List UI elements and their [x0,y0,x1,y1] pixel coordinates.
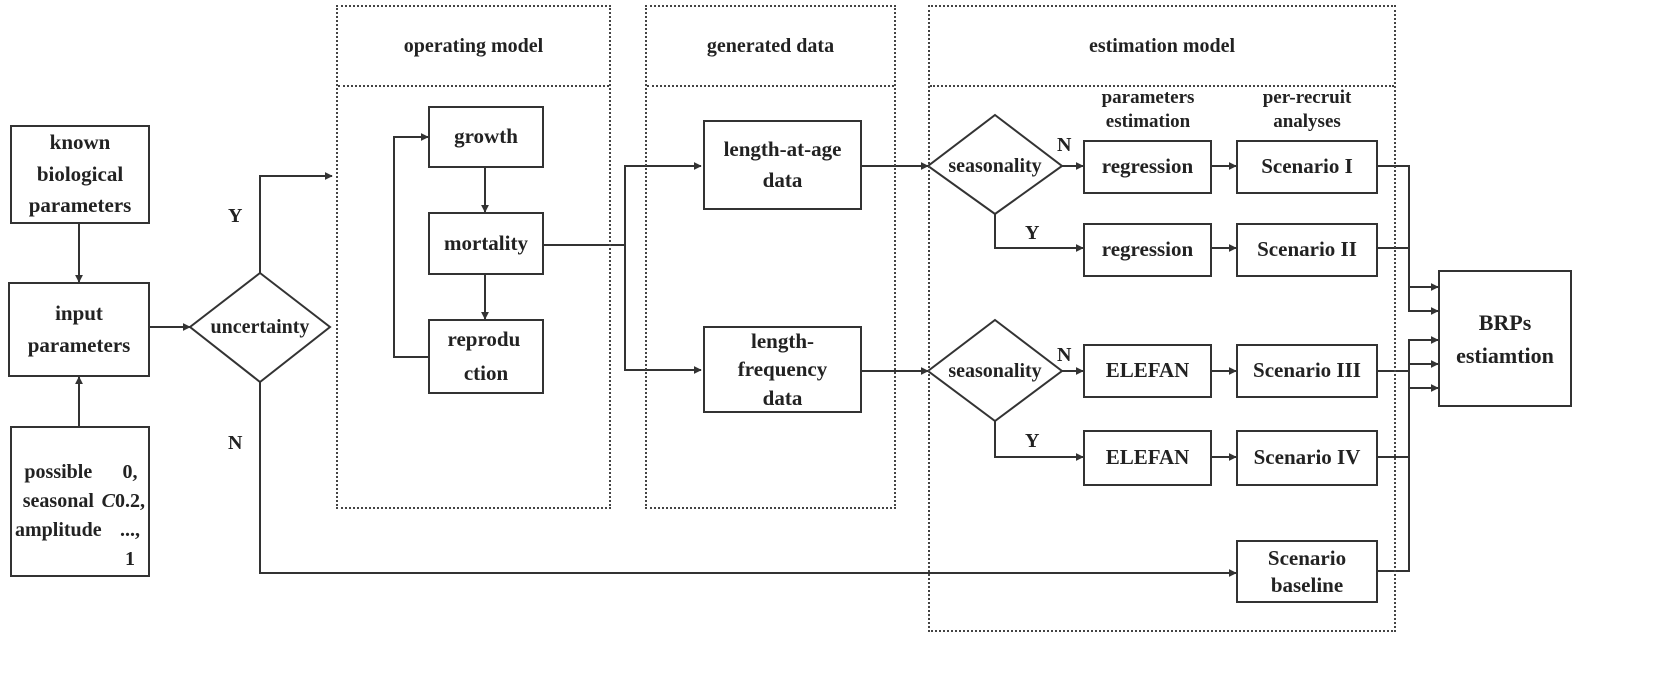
label-n-seasonality-top: N [1057,134,1072,156]
box-input-parameters: input parameters [8,282,150,377]
box-brps-estimation: BRPs estiamtion [1438,270,1572,407]
label-y-seasonality-bottom: Y [1025,430,1040,452]
box-regression-1: regression [1083,140,1212,194]
label-y-seasonality-top: Y [1025,222,1040,244]
header-per-recruit-analyses: per-recruit analyses [1262,87,1352,132]
panel-estimation-model: estimation model [928,5,1396,632]
arrow-season-bottom-yes [994,421,1084,461]
box-mortality: mortality [428,212,544,275]
panel-generated-data: generated data [645,5,896,509]
arrow-scenario2-to-brps [1378,247,1439,315]
arrow-baseline-to-brps [1378,336,1439,572]
seasonality-top-label: seasonality [948,154,1042,177]
arrow-mortality-to-length-frequency [624,245,702,374]
arrow-reproduction-loop [393,133,429,358]
label-y-uncertainty: Y [228,205,243,227]
uncertainty-label: uncertainty [210,315,310,338]
arrow-mortality-to-length-at-age [544,162,702,246]
box-known-biological-parameters: known biological parameters [10,125,150,224]
header-parameters-estimation: parameters estimation [1101,87,1195,132]
box-scenario-baseline: Scenario baseline [1236,540,1378,603]
seasonality-bottom-label: seasonality [948,359,1042,382]
decision-diamond-seasonality-top [926,113,1064,216]
panel-operating-model: operating model [336,5,611,509]
box-scenario-2: Scenario II [1236,223,1378,277]
label-n-seasonality-bottom: N [1057,344,1072,366]
box-elefan-2: ELEFAN [1083,430,1212,486]
box-elefan-1: ELEFAN [1083,344,1212,398]
panel-title-estimation-model: estimation model [930,7,1394,87]
box-scenario-4: Scenario IV [1236,430,1378,486]
box-scenario-1: Scenario I [1236,140,1378,194]
arrow-scenario1-to-brps [1378,165,1439,291]
box-length-at-age-data: length-at-age data [703,120,862,210]
box-possible-seasonal-amplitude: possible seasonal amplitude C 0, 0.2, ..… [10,426,150,577]
panel-title-operating-model: operating model [338,7,609,87]
arrow-uncertainty-yes [259,172,333,273]
panel-title-generated-data: generated data [647,7,894,87]
label-n-uncertainty: N [228,432,243,454]
box-growth: growth [428,106,544,168]
arrow-uncertainty-no [259,382,1237,577]
box-scenario-3: Scenario III [1236,344,1378,398]
decision-diamond-seasonality-bottom [926,318,1064,423]
decision-diamond-uncertainty [188,271,332,384]
box-length-frequency-data: length- frequency data [703,326,862,413]
box-reproduction: reprodu ction [428,319,544,394]
arrow-season-top-yes [994,214,1084,252]
box-regression-2: regression [1083,223,1212,277]
